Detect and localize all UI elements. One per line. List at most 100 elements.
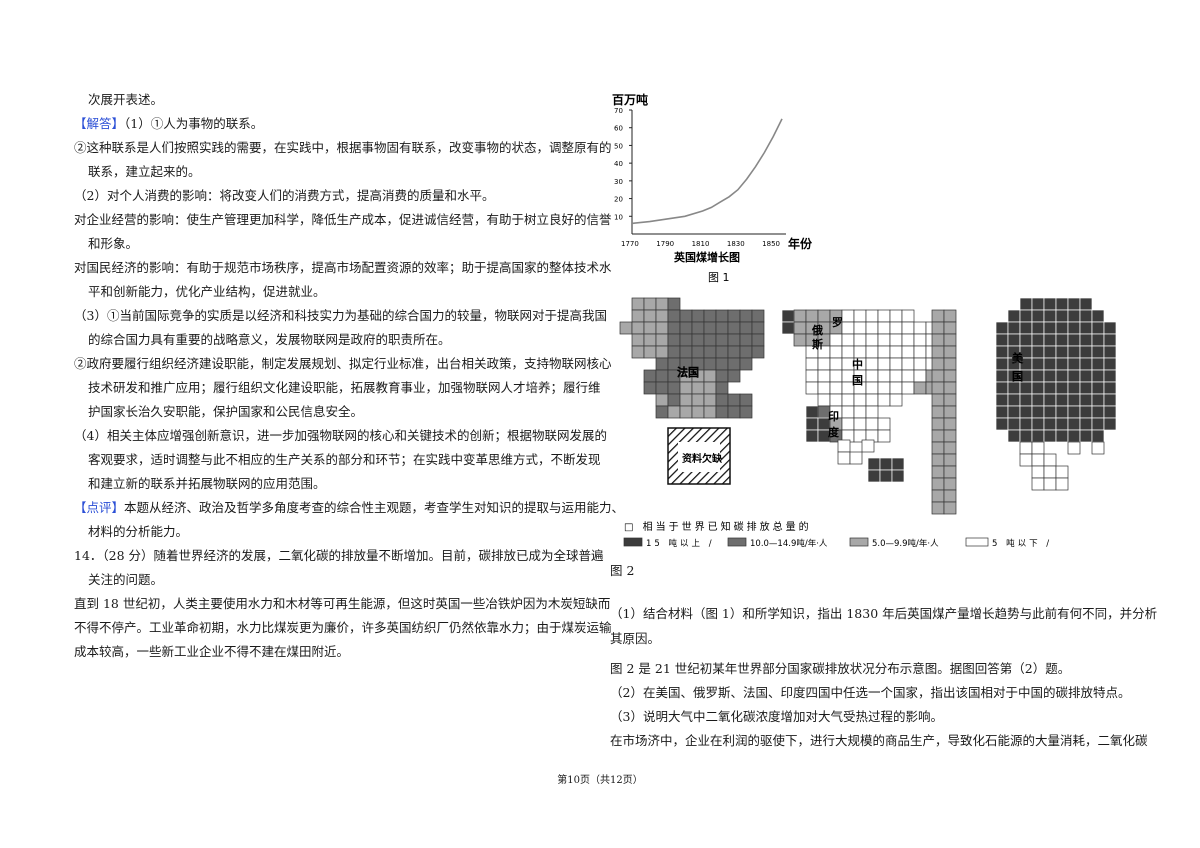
europe-cell xyxy=(667,333,681,347)
line-text: 的综合国力具有重要的战略意义，发展物联网是政府的职责所在。 xyxy=(88,332,451,347)
americas-cell xyxy=(995,381,1009,395)
islands-cell xyxy=(861,439,875,453)
europe-cell xyxy=(679,381,693,395)
text-line: 成本较高，一些新工业企业不得不建在煤田附近。 xyxy=(74,640,594,664)
asia-cell xyxy=(805,381,819,395)
americas-cell xyxy=(1031,381,1045,395)
islands-cell xyxy=(837,439,851,453)
asia-cell xyxy=(889,381,903,395)
line-text: 对国民经济的影响：有助于规范市场秩序，提高市场配置资源的效率；助于提高国家的整体… xyxy=(74,260,612,275)
asia-cell xyxy=(841,309,855,323)
legend-swatch xyxy=(623,537,643,547)
east-asia-cell xyxy=(931,405,945,419)
line-text: 材料的分析能力。 xyxy=(88,524,189,539)
americas-cell xyxy=(1103,345,1117,359)
asia-cell xyxy=(793,333,807,347)
text-line: ②政府要履行组织经济建设职能，制定发展规划、拟定行业标准，出台相关政策，支持物联… xyxy=(74,352,612,376)
europe-cell xyxy=(691,321,705,335)
americas-cell xyxy=(1079,357,1093,371)
europe-cell xyxy=(655,333,669,347)
americas-cell xyxy=(995,417,1009,431)
europe-cell xyxy=(691,405,705,419)
europe-cell xyxy=(679,393,693,407)
americas-cell xyxy=(995,369,1009,383)
east-asia-cell xyxy=(943,321,957,335)
europe-cell xyxy=(703,309,717,323)
text-line: 不得不停产。工业革命初期，水力比煤炭更为廉价，许多英国纺织厂仍然依靠水力；由于煤… xyxy=(74,616,612,640)
americas-cell xyxy=(1079,393,1093,407)
seasia-cell xyxy=(891,469,905,483)
americas-cell xyxy=(1079,297,1093,311)
east-asia-cell xyxy=(931,417,945,431)
asia-cell xyxy=(877,381,891,395)
americas-cell xyxy=(1091,441,1105,455)
americas-cell xyxy=(1031,405,1045,419)
europe-cell xyxy=(739,357,753,371)
americas-cell xyxy=(1043,429,1057,443)
europe-cell xyxy=(715,393,729,407)
line-text: 和建立新的联系并拓展物联网的应用范围。 xyxy=(88,476,326,491)
europe-cell xyxy=(691,381,705,395)
americas-cell xyxy=(1079,345,1093,359)
americas-cell xyxy=(1019,297,1033,311)
text-line: 对国民经济的影响：有助于规范市场秩序，提高市场配置资源的效率；助于提高国家的整体… xyxy=(74,256,612,280)
europe-cell xyxy=(655,381,669,395)
europe-cell xyxy=(751,321,765,335)
line-text: 护国家长治久安职能，保护国家和公民信息安全。 xyxy=(88,404,364,419)
line-text: 技术研发和推广应用；履行组织文化建设职能，拓展教育事业，加强物联网人才培养；履行… xyxy=(88,380,601,395)
map-label-russia: 罗 xyxy=(832,316,843,329)
europe-cell xyxy=(655,345,669,359)
europe-cell xyxy=(703,321,717,335)
east-asia-cell xyxy=(931,369,945,383)
americas-cell xyxy=(1067,297,1081,311)
americas-cell xyxy=(1067,405,1081,419)
americas-cell xyxy=(1055,333,1069,347)
americas-cell xyxy=(1079,429,1093,443)
east-asia-cell xyxy=(931,345,945,359)
europe-cell xyxy=(631,321,645,335)
europe-cell xyxy=(703,381,717,395)
line-text: 不得不停产。工业革命初期，水力比煤炭更为廉价，许多英国纺织厂仍然依靠水力；由于煤… xyxy=(74,620,612,635)
line-text: 14．（28 分）随着世界经济的发展，二氧化碳的排放量不断增加。目前，碳排放已成… xyxy=(74,548,604,563)
text-line: 和形象。 xyxy=(74,232,594,256)
europe-cell xyxy=(691,309,705,323)
americas-cell xyxy=(1007,333,1021,347)
americas-cell xyxy=(1031,333,1045,347)
chart-x-tick-label: 1830 xyxy=(727,240,745,248)
text-line: 的综合国力具有重要的战略意义，发展物联网是政府的职责所在。 xyxy=(74,328,594,352)
americas-cell xyxy=(1019,453,1033,467)
europe-cell xyxy=(631,297,645,311)
legend-swatch xyxy=(849,537,869,547)
legend-title: □ 相当于世界已知碳排放总量的 xyxy=(624,520,812,533)
asia-cell xyxy=(913,333,927,347)
europe-cell xyxy=(643,381,657,395)
asia-cell xyxy=(841,345,855,359)
europe-cell xyxy=(643,309,657,323)
line-text: （4）相关主体应增强创新意识，进一步加强物联网的核心和关键技术的创新；根据物联网… xyxy=(74,428,607,443)
section-tag: 【解答】 xyxy=(74,116,125,131)
text-line: （3）①当前国际竞争的实质是以经济和科技实力为基础的综合国力的较量，物联网对于提… xyxy=(74,304,607,328)
americas-cell xyxy=(1007,321,1021,335)
question-line: （1）结合材料（图 1）和所学知识，指出 1830 年后英国煤产量增长趋势与此前… xyxy=(610,606,1158,621)
seasia-cell xyxy=(879,469,893,483)
east-asia-cell xyxy=(943,453,957,467)
americas-cell xyxy=(1043,357,1057,371)
question-line: （2）在美国、俄罗斯、法国、印度四国中任选一个国家，指出该国相对于中国的碳排放特… xyxy=(610,685,1131,700)
europe-cell xyxy=(751,345,765,359)
map-label-russia: 斯 xyxy=(812,337,823,351)
east-asia-cell xyxy=(943,357,957,371)
east-asia-cell xyxy=(943,429,957,443)
americas-cell xyxy=(1055,417,1069,431)
europe-cell xyxy=(691,333,705,347)
americas-cell xyxy=(1031,345,1045,359)
americas-cell xyxy=(1031,465,1045,479)
east-asia-cell xyxy=(943,489,957,503)
americas-cell xyxy=(1031,429,1045,443)
asia-cell xyxy=(817,369,831,383)
americas-cell xyxy=(1079,333,1093,347)
seasia-cell xyxy=(867,469,881,483)
chart-y-tick-label: 10 xyxy=(614,213,623,221)
americas-cell xyxy=(1019,381,1033,395)
legend-swatch xyxy=(727,537,747,547)
question-line: （3）说明大气中二氧化碳浓度增加对大气受热过程的影响。 xyxy=(610,709,943,724)
